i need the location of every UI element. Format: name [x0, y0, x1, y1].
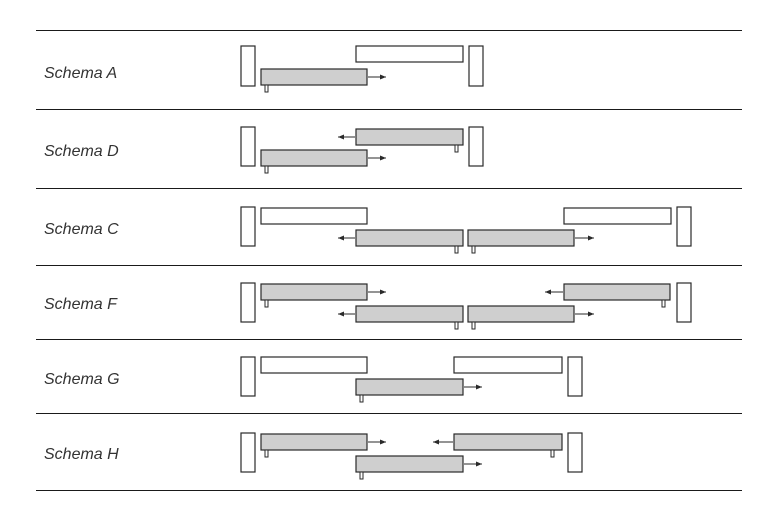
- direction-arrowhead: [476, 384, 482, 390]
- wall-post: [468, 126, 484, 167]
- handle-tab: [661, 299, 666, 308]
- wall-post: [567, 356, 583, 397]
- handle-tab: [359, 394, 364, 403]
- wall-post: [240, 126, 256, 167]
- direction-arrowhead: [380, 155, 386, 161]
- handle-tab: [471, 321, 476, 330]
- direction-arrowhead: [338, 134, 344, 140]
- wall-post: [567, 432, 583, 473]
- schema-label: Schema F: [44, 296, 117, 313]
- sliding-panel: [355, 378, 464, 396]
- direction-arrowhead: [588, 311, 594, 317]
- handle-tab: [264, 165, 269, 174]
- sliding-panel: [453, 433, 563, 451]
- handle-tab: [471, 245, 476, 254]
- sliding-panel: [467, 305, 575, 323]
- handle-tab: [454, 144, 459, 153]
- handle-tab: [550, 449, 555, 458]
- table-rule: [36, 339, 742, 340]
- sliding-panel: [355, 455, 464, 473]
- wall-post: [676, 206, 692, 247]
- table-rule: [36, 188, 742, 189]
- schema-label: Schema A: [44, 65, 118, 82]
- wall-post: [240, 432, 256, 473]
- schema-label: Schema C: [44, 221, 119, 238]
- sliding-panel: [355, 229, 464, 247]
- direction-arrowhead: [545, 289, 551, 295]
- handle-tab: [454, 245, 459, 254]
- sliding-panel: [467, 229, 575, 247]
- table-rule: [36, 265, 742, 266]
- handle-tab: [264, 299, 269, 308]
- table-rule: [36, 490, 742, 491]
- fixed-panel: [260, 356, 368, 374]
- wall-post: [676, 282, 692, 323]
- sliding-panel: [355, 305, 464, 323]
- table-rule: [36, 30, 742, 31]
- schema-label: Schema H: [44, 446, 119, 463]
- direction-arrowhead: [338, 311, 344, 317]
- wall-post: [240, 206, 256, 247]
- handle-tab: [454, 321, 459, 330]
- direction-arrowhead: [380, 74, 386, 80]
- direction-arrowhead: [380, 439, 386, 445]
- direction-arrowhead: [433, 439, 439, 445]
- sliding-panel: [355, 128, 464, 146]
- direction-arrowhead: [588, 235, 594, 241]
- fixed-panel: [355, 45, 464, 63]
- table-rule: [36, 413, 742, 414]
- handle-tab: [264, 449, 269, 458]
- wall-post: [240, 356, 256, 397]
- sliding-panel: [260, 149, 368, 167]
- sliding-panel: [260, 68, 368, 86]
- sliding-panel: [260, 283, 368, 301]
- direction-arrowhead: [338, 235, 344, 241]
- direction-arrowhead: [476, 461, 482, 467]
- wall-post: [240, 282, 256, 323]
- handle-tab: [264, 84, 269, 93]
- wall-post: [240, 45, 256, 87]
- handle-tab: [359, 471, 364, 480]
- schema-label: Schema G: [44, 371, 120, 388]
- direction-arrowhead: [380, 289, 386, 295]
- fixed-panel: [453, 356, 563, 374]
- table-rule: [36, 109, 742, 110]
- schema-label: Schema D: [44, 143, 119, 160]
- wall-post: [468, 45, 484, 87]
- sliding-panel: [563, 283, 671, 301]
- fixed-panel: [563, 207, 672, 225]
- fixed-panel: [260, 207, 368, 225]
- sliding-panel: [260, 433, 368, 451]
